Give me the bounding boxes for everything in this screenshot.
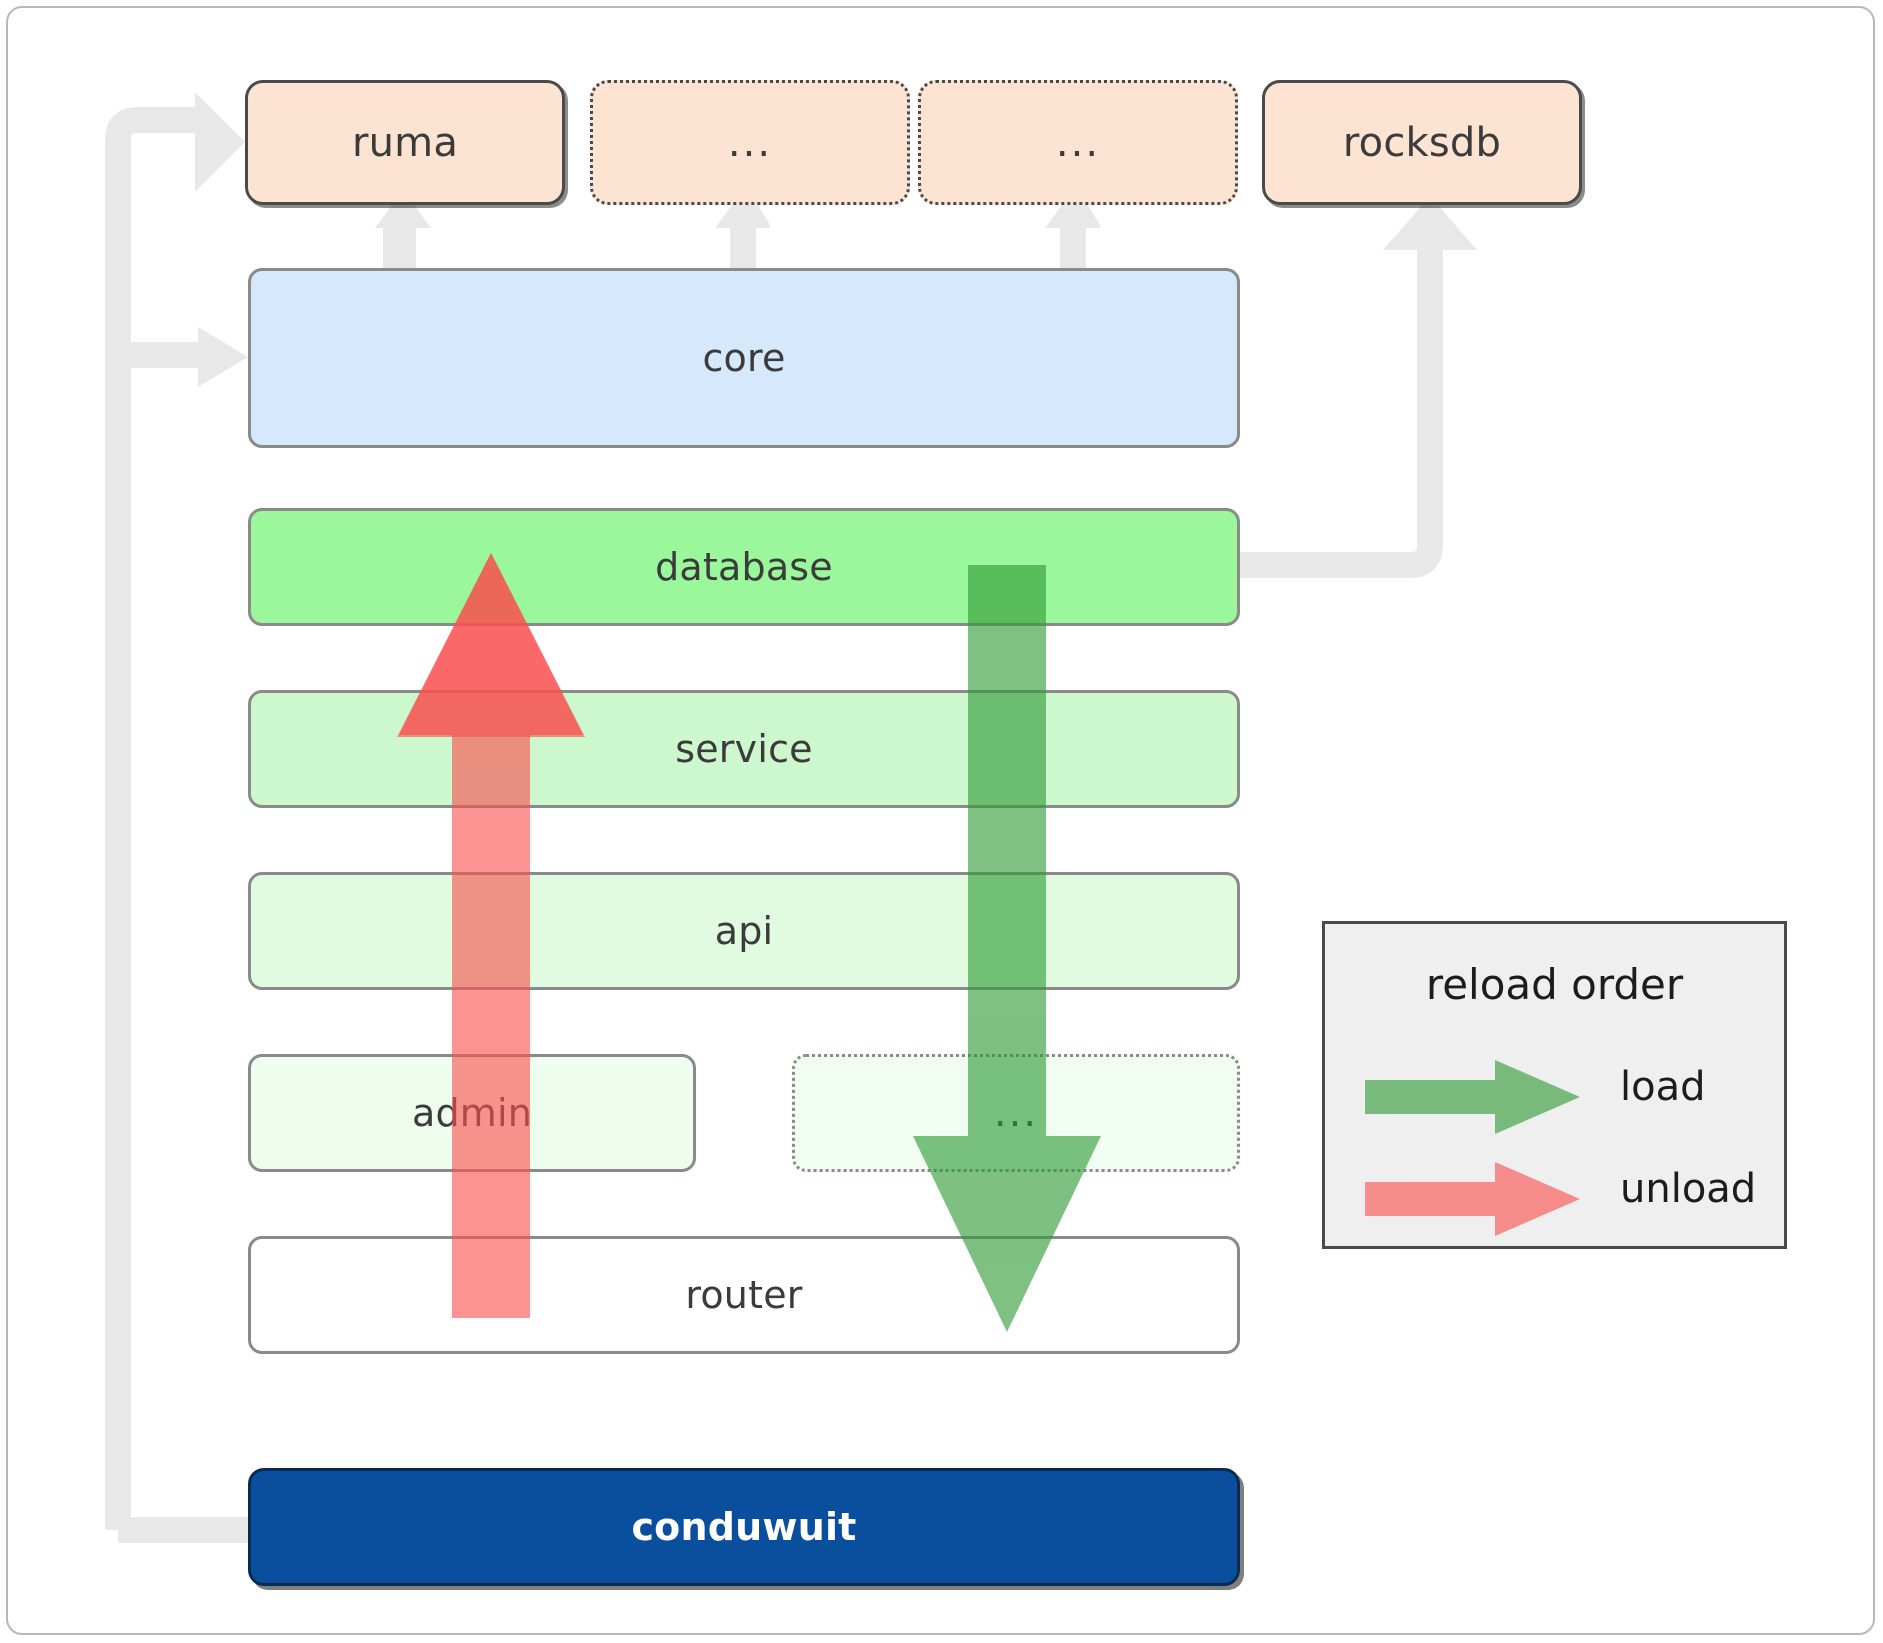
legend-row-load: load	[1325, 1052, 1784, 1142]
dep-box-rocksdb[interactable]: rocksdb	[1262, 80, 1582, 205]
binary-label-conduwuit: conduwuit	[631, 1505, 857, 1549]
layer-label-etc: ...	[993, 1090, 1039, 1136]
legend-load-arrow-icon	[1365, 1060, 1580, 1134]
layer-box-etc[interactable]: ...	[792, 1054, 1240, 1172]
layer-box-api[interactable]: api	[248, 872, 1240, 990]
diagram-frame	[6, 6, 1875, 1635]
dep-box-ruma[interactable]: ruma	[245, 80, 565, 205]
layer-box-service[interactable]: service	[248, 690, 1240, 808]
dep-box-etc-2[interactable]: ...	[918, 80, 1238, 205]
dep-label-rocksdb: rocksdb	[1342, 119, 1502, 166]
legend-row-unload: unload	[1325, 1154, 1784, 1244]
binary-box-conduwuit[interactable]: conduwuit	[248, 1468, 1240, 1586]
layer-label-api: api	[714, 909, 774, 953]
dep-label-etc-1: ...	[727, 119, 773, 166]
layer-label-service: service	[675, 727, 813, 771]
layer-label-database: database	[655, 545, 833, 589]
layer-box-admin[interactable]: admin	[248, 1054, 696, 1172]
dep-label-etc-2: ...	[1055, 119, 1101, 166]
layer-label-router: router	[685, 1273, 803, 1317]
legend-panel: reload order load unload	[1322, 921, 1787, 1249]
legend-label-load: load	[1620, 1064, 1706, 1110]
layer-label-core: core	[702, 336, 786, 380]
layer-box-router[interactable]: router	[248, 1236, 1240, 1354]
dep-label-ruma: ruma	[351, 119, 459, 166]
layer-label-admin: admin	[411, 1091, 533, 1135]
layer-box-core[interactable]: core	[248, 268, 1240, 448]
layer-box-database[interactable]: database	[248, 508, 1240, 626]
legend-label-unload: unload	[1620, 1166, 1757, 1212]
dep-box-etc-1[interactable]: ...	[590, 80, 910, 205]
legend-unload-arrow-icon	[1365, 1162, 1580, 1236]
legend-title: reload order	[1425, 960, 1684, 1009]
